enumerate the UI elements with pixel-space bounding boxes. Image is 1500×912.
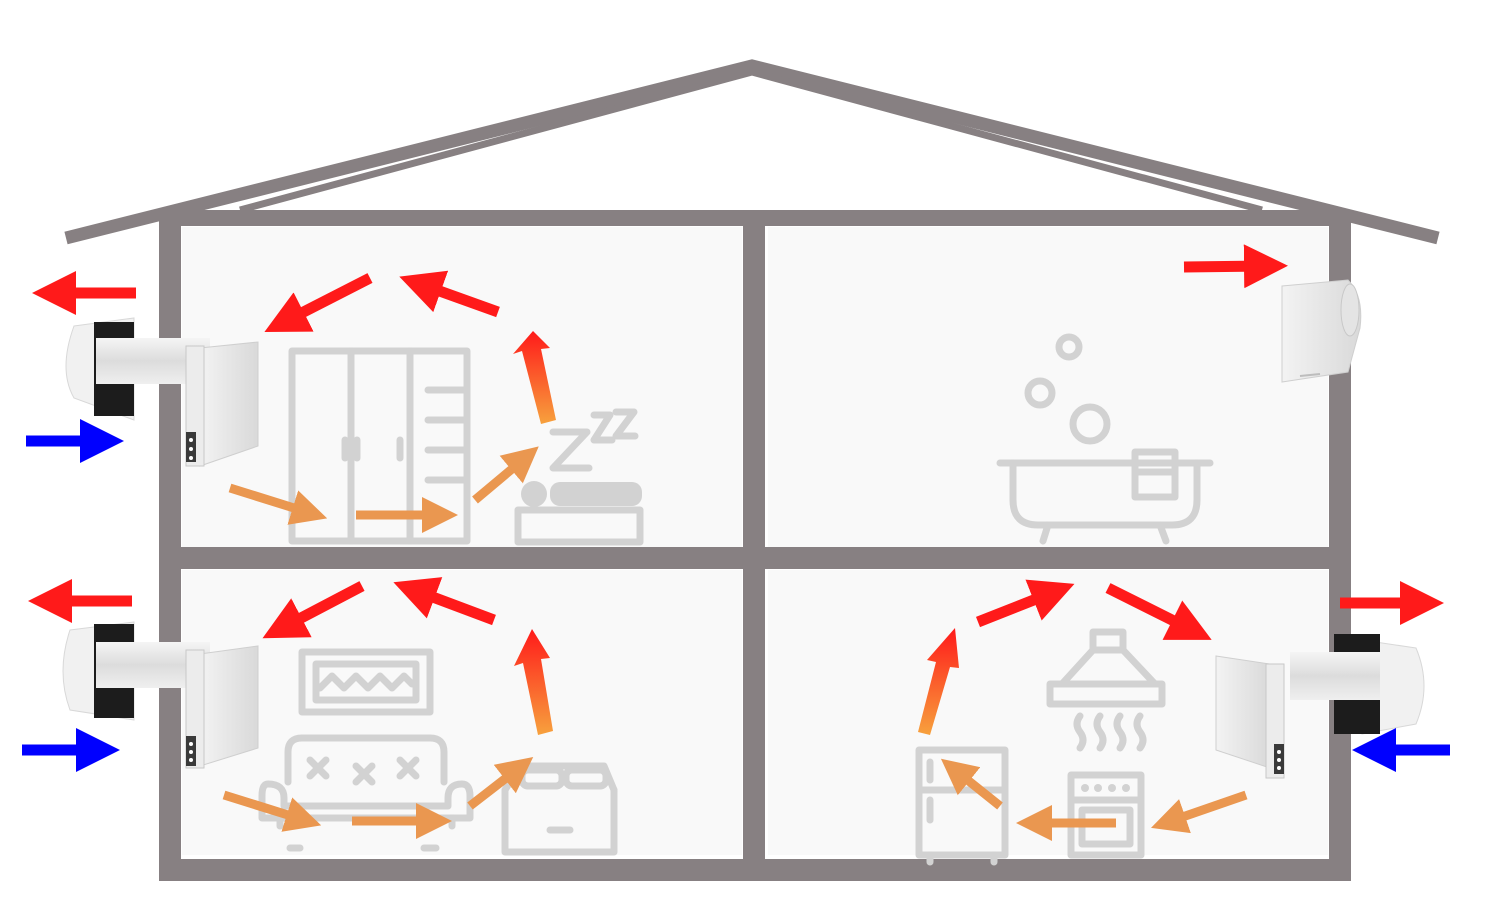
roof (64, 59, 1440, 245)
sofa-icon (258, 734, 474, 852)
wall-ventilator-bedroom (65, 317, 259, 467)
airflow-arrows-living-room (222, 577, 553, 839)
outdoor-exhaust-arrows (28, 244, 1444, 625)
bed-icon (514, 481, 644, 546)
fridge-icon (915, 746, 1009, 866)
tv-icon (298, 648, 434, 716)
outdoor-intake-arrows (22, 419, 1450, 772)
exhaust-arrow-bathroom (1183, 244, 1288, 289)
wall-ventilator-kitchen (1215, 634, 1425, 779)
bubbles-icon (1024, 333, 1111, 445)
house-walls (159, 210, 1351, 881)
exhaust-fan-bathroom (1281, 279, 1362, 383)
wardrobe-icon (288, 347, 471, 545)
airflow-arrows-kitchen (918, 579, 1248, 841)
bathtub-icon (996, 448, 1214, 545)
wall-ventilator-living-room (62, 621, 259, 769)
airflow-arrows-bedroom (228, 270, 556, 533)
sleep-zzz-icon (549, 408, 639, 472)
range-hood-icon (1046, 628, 1166, 752)
stove-icon (1067, 771, 1145, 859)
